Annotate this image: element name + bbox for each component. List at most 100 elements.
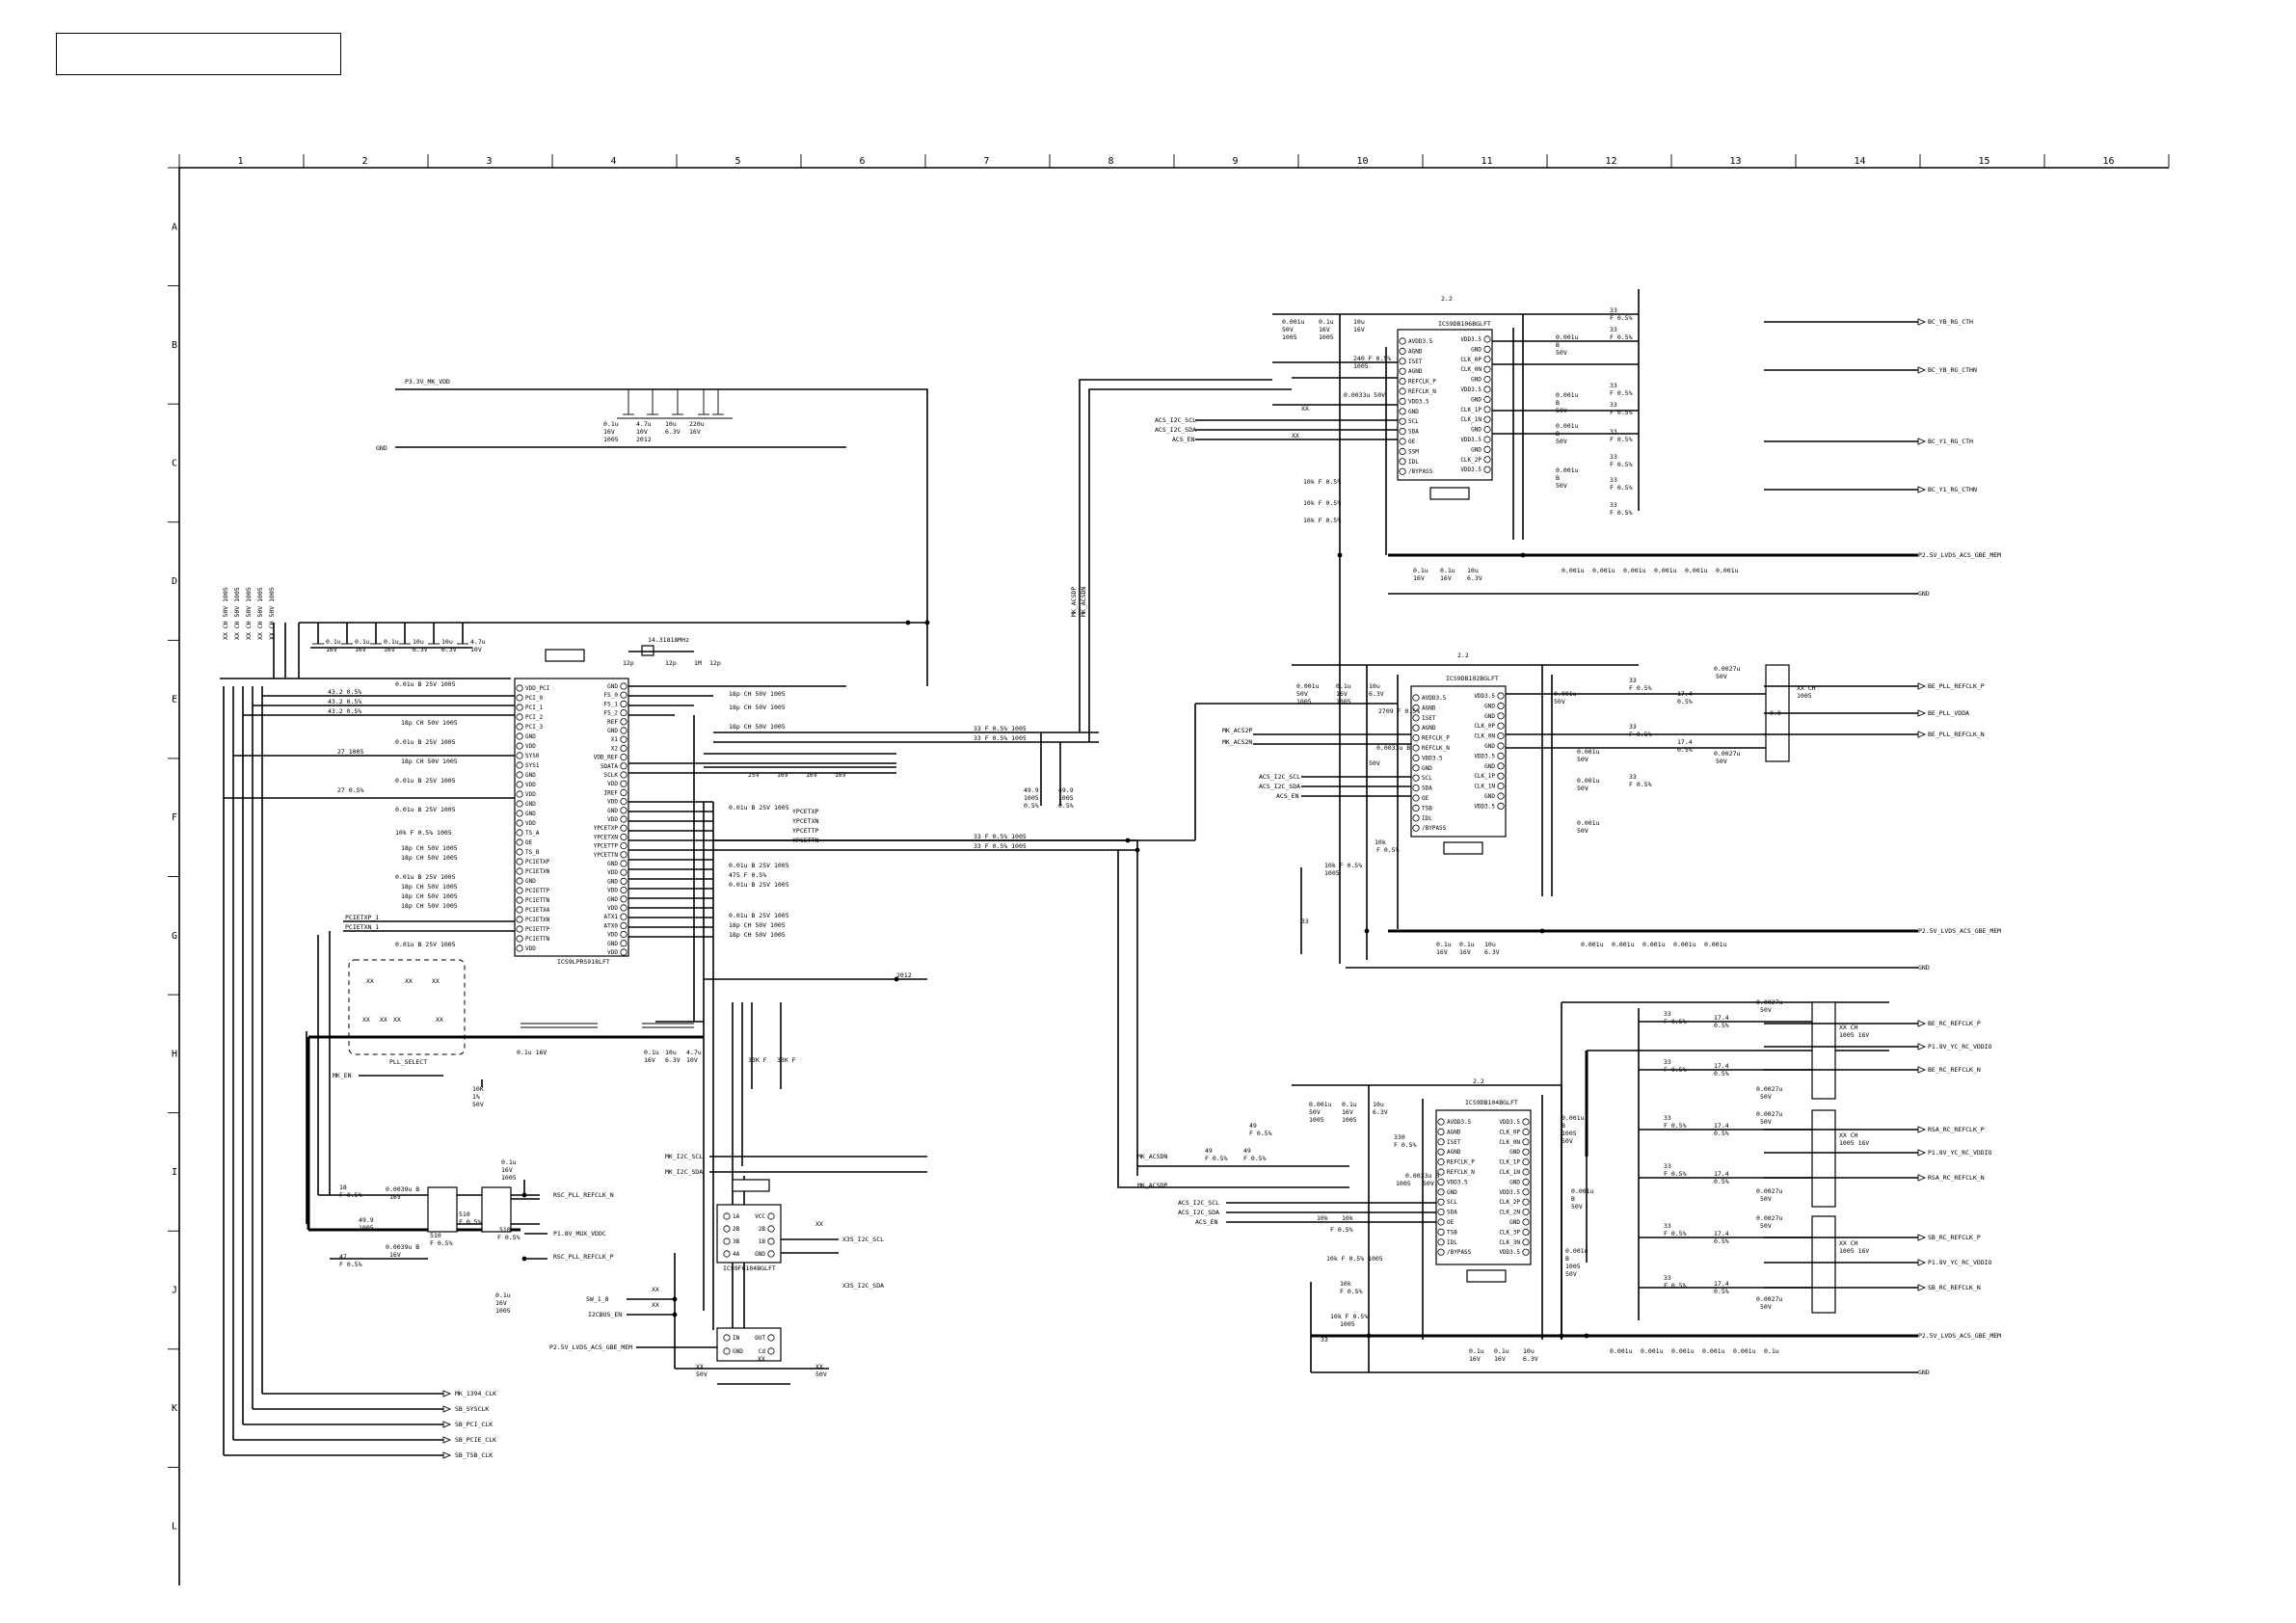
ic-e <box>1410 685 1507 838</box>
svg-text:ACS_I2C_SDA: ACS_I2C_SDA <box>1155 426 1196 434</box>
pin-marker <box>1399 367 1406 375</box>
pin-label: CLK_1N <box>1474 784 1495 790</box>
svg-text:F 0.5%: F 0.5% <box>1610 389 1633 397</box>
svg-text:16V: 16V <box>501 1166 513 1174</box>
left-bus <box>220 622 927 1455</box>
svg-text:17.4: 17.4 <box>1677 690 1693 698</box>
svg-text:1005: 1005 <box>1353 362 1369 370</box>
svg-text:330: 330 <box>1394 1133 1405 1141</box>
svg-text:1005: 1005 <box>1797 692 1812 700</box>
svg-text:33: 33 <box>1664 1114 1671 1122</box>
svg-text:RSC_PLL_REFCLK_N: RSC_PLL_REFCLK_N <box>553 1191 614 1199</box>
pin-marker <box>1497 752 1505 760</box>
col-label: 5 <box>735 156 741 167</box>
pin-label: SYS1 <box>525 762 540 769</box>
pin-label: GND <box>525 772 536 779</box>
pin-label: VDD <box>607 781 618 787</box>
pin-marker <box>1399 467 1406 475</box>
output-arrow <box>442 1451 452 1459</box>
svg-text:33 F 0.5% 1005: 33 F 0.5% 1005 <box>974 833 1027 840</box>
svg-text:0.01u B 25V 1005: 0.01u B 25V 1005 <box>395 777 456 785</box>
svg-text:18p CH 50V 1005: 18p CH 50V 1005 <box>729 704 786 711</box>
svg-text:50V: 50V <box>1577 827 1589 835</box>
pin-label: VDD <box>607 816 618 823</box>
pin-label: SCL <box>1422 775 1432 782</box>
pin-label: CLK_0P <box>1474 723 1495 730</box>
pin-marker <box>1399 387 1406 395</box>
pin-label: OE <box>1408 439 1416 445</box>
svg-text:0.0027u: 0.0027u <box>1756 998 1782 1006</box>
pin-label: SCL <box>1447 1199 1457 1206</box>
pin-marker <box>516 704 523 711</box>
pin-label: AGND <box>1408 348 1423 355</box>
pin-label: VDD <box>607 932 618 939</box>
svg-text:49.9: 49.9 <box>359 1216 374 1224</box>
svg-text:0.001u: 0.001u <box>1577 748 1600 756</box>
svg-text:0.001u: 0.001u <box>1571 1187 1594 1195</box>
svg-text:F 0.5%: F 0.5% <box>1629 684 1652 692</box>
pin-label: TS_B <box>525 849 540 856</box>
svg-text:510: 510 <box>430 1232 441 1239</box>
pin-label: 3B <box>733 1238 740 1245</box>
svg-text:0.001u: 0.001u <box>1641 1347 1664 1355</box>
col-label: 12 <box>1606 156 1617 167</box>
pin-marker <box>1412 694 1420 702</box>
svg-text:XX: XX <box>380 1016 387 1024</box>
svg-text:16V: 16V <box>1494 1355 1506 1363</box>
svg-text:2.2: 2.2 <box>1441 295 1453 303</box>
junction-dot <box>672 1296 678 1302</box>
svg-text:XX CH 50V 1005: XX CH 50V 1005 <box>256 587 264 640</box>
svg-text:1005: 1005 <box>1565 1263 1581 1270</box>
svg-text:0.001u: 0.001u <box>1282 318 1305 326</box>
pin-label: /BYPASS <box>1408 468 1433 475</box>
pin-label: GND <box>1509 1219 1520 1226</box>
svg-text:1005: 1005 <box>1340 1320 1355 1328</box>
pin-marker <box>1399 397 1406 405</box>
svg-text:10k: 10k <box>1317 1214 1328 1222</box>
svg-text:1005: 1005 <box>1324 869 1340 877</box>
svg-text:18p CH 50V 1005: 18p CH 50V 1005 <box>729 690 786 698</box>
svg-text:0.001u: 0.001u <box>1577 819 1600 827</box>
ic-b <box>1397 329 1493 481</box>
pin-label: GND <box>525 811 536 817</box>
pin-marker <box>1483 386 1491 393</box>
svg-text:XX CH: XX CH <box>1839 1024 1858 1031</box>
pin-label: SSM <box>1408 448 1419 455</box>
svg-text:P1.8V_MUX_VDDC: P1.8V_MUX_VDDC <box>553 1230 606 1237</box>
col-label: 14 <box>1855 156 1866 167</box>
pin-label: VDD3.5 <box>1460 466 1482 473</box>
svg-text:F 0.5%: F 0.5% <box>1664 1018 1687 1025</box>
bottom-output-label: MK_1394_CLK <box>455 1390 496 1397</box>
pin-marker <box>620 841 627 850</box>
svg-text:10k F 0.5%: 10k F 0.5% <box>1303 499 1341 507</box>
ic-b-part: ICS9DB106BGLFT <box>1438 320 1491 328</box>
svg-text:50V: 50V <box>1556 482 1567 490</box>
svg-text:6.3V: 6.3V <box>1484 948 1500 956</box>
svg-text:X3S_I2C_SDA: X3S_I2C_SDA <box>842 1282 884 1290</box>
row-label: D <box>172 576 177 587</box>
svg-text:0.1u: 0.1u <box>1319 318 1334 326</box>
svg-text:F 0.5%: F 0.5% <box>430 1239 453 1247</box>
svg-text:X3S_I2C_SCL: X3S_I2C_SCL <box>842 1236 884 1243</box>
row-label: C <box>172 458 177 468</box>
svg-text:6.3V: 6.3V <box>1523 1355 1538 1363</box>
svg-text:50V: 50V <box>1556 349 1567 357</box>
pin-marker <box>516 887 523 894</box>
pin-label: CLK_1P <box>1474 773 1495 780</box>
output-arrow <box>1917 1149 1927 1157</box>
pin-marker <box>1522 1148 1530 1156</box>
output-arrow <box>1917 1234 1927 1241</box>
junction-dot <box>905 620 911 625</box>
pin-label: CLK_2P <box>1499 1199 1520 1206</box>
svg-text:XX: XX <box>366 977 374 985</box>
pin-label: CLK_3P <box>1499 1229 1520 1236</box>
pin-marker <box>516 838 523 846</box>
svg-text:18p CH 50V 1005: 18p CH 50V 1005 <box>729 931 786 939</box>
svg-text:0.001u: 0.001u <box>1556 391 1579 399</box>
svg-text:XX: XX <box>436 1016 443 1024</box>
pin-label: YPCETTP <box>594 843 619 850</box>
pin-marker <box>620 807 627 814</box>
pin-label: PCI_0 <box>525 695 543 702</box>
col-label: 9 <box>1233 156 1239 167</box>
ic-b-right-pins: VDD3.5GNDCLK_0PCLK_0NGNDVDD3.5GNDCLK_1PC… <box>1460 335 1491 473</box>
